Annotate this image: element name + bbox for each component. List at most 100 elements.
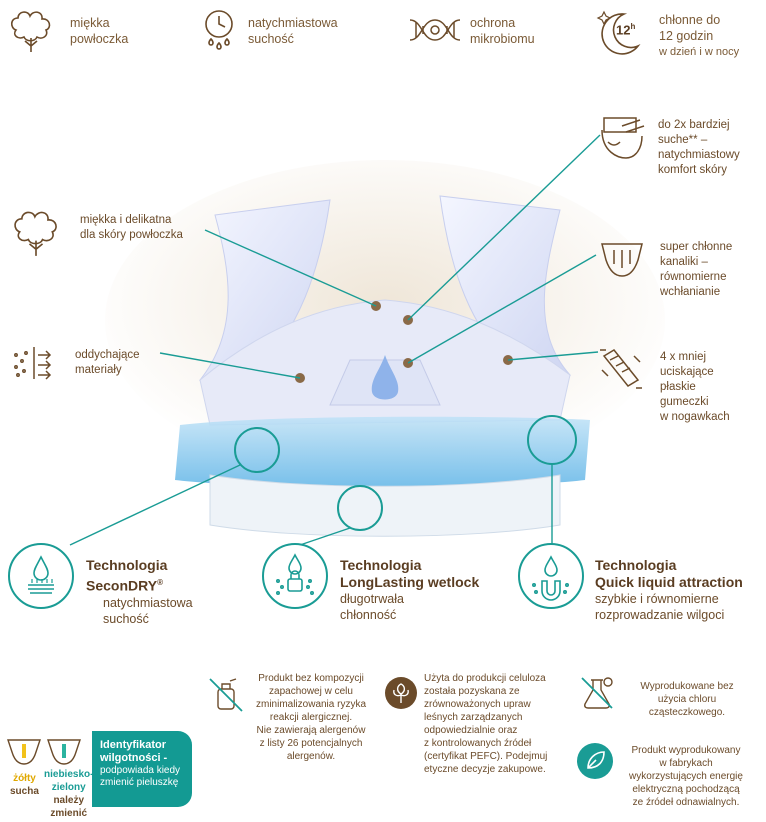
feature-line: mikrobiomu [470, 32, 535, 46]
leader-secondry [69, 464, 241, 546]
cotton-plant-icon [384, 676, 418, 710]
indicator-title: wilgotności - [100, 752, 168, 764]
info-line: zapachowej w celu [269, 686, 353, 697]
feature-line: suchość [248, 32, 294, 46]
feature-line: miękka [70, 16, 110, 30]
diaper-green-icon [46, 736, 82, 768]
annotation-line: miękka i delikatna [80, 214, 172, 226]
annotation-line: super chłonne [660, 241, 733, 253]
annotation-line: płaskie [660, 381, 696, 393]
feature-microbiome: ochrona mikrobiomu [470, 15, 535, 47]
tech-sub: natychmiastowa [103, 595, 193, 610]
zoom-wetlock [337, 485, 383, 531]
badge-number: 12 [616, 22, 631, 38]
indicator-green: niebiesko- zielony należy zmienić [44, 768, 93, 820]
annotation-line: w nogawkach [660, 411, 730, 423]
leader-elastic [507, 351, 599, 361]
annotation-line: suche** – [658, 134, 708, 146]
info-line: leśnych zarządzanych [424, 712, 523, 723]
tech-wetlock: Technologia LongLasting wetlock długotrw… [340, 557, 479, 623]
annotation-line: równomierne [660, 271, 727, 283]
tech-sub: rozprowadzanie wilgoci [595, 608, 725, 622]
diaper-yellow-icon [6, 736, 42, 768]
moon-12h-icon: 12h [594, 6, 646, 56]
annotation-line: do 2x bardziej [658, 119, 730, 131]
feature-line: w dzień i w nocy [659, 46, 740, 58]
leader-breathable [159, 352, 301, 379]
info-line: Nie zawierają alergenów [256, 725, 366, 736]
feature-12h: chłonne do 12 godzin w dzień i w nocy [659, 12, 739, 60]
info-line: ze źródeł odnawialnych. [632, 797, 740, 808]
annotation-line: dla skóry powłoczka [80, 229, 183, 241]
tech-sub: suchość [103, 611, 149, 626]
tech-title: Quick liquid attraction [595, 574, 743, 590]
quick-attraction-icon [518, 543, 584, 609]
zoom-secondry [234, 427, 280, 473]
indicator-sub: zmienić pieluszkę [100, 777, 179, 788]
annotation-breathable: oddychające materiały [75, 348, 140, 378]
indicator-yellow: żółty sucha [10, 772, 39, 798]
annotation-line: kanaliki – [660, 256, 708, 268]
info-line: Produkt bez kompozycji [258, 673, 364, 684]
leader-soft-cover [204, 229, 377, 307]
feature-line: ochrona [470, 16, 516, 30]
feature-line: chłonne do [659, 13, 721, 27]
info-no-fragrance: Produkt bez kompozycji zapachowej w celu… [249, 672, 373, 763]
no-fragrance-icon [206, 675, 246, 715]
info-no-chlorine: Wyprodukowane bez użycia chloru cząstecz… [623, 680, 751, 719]
annotation-line: wchłanianie [660, 286, 721, 298]
feature-line: natychmiastowa [248, 16, 338, 30]
indicator-title: Identyfikator [100, 739, 167, 751]
annotation-line: natychmiastowy [658, 149, 740, 161]
info-line: Użyta do produkcji celuloza [424, 673, 546, 684]
info-line: Wyprodukowane bez [640, 681, 734, 692]
annotation-soft-cover: miękka i delikatna dla skóry powłoczka [80, 213, 183, 243]
indicator-yellow-sub: sucha [10, 786, 39, 797]
indicator-yellow-label: żółty [13, 773, 36, 784]
info-line: użycia chloru [657, 694, 717, 705]
diaper-illustration [69, 134, 665, 546]
tech-title: SeconDRY [86, 577, 158, 594]
indicator-green-label: niebiesko- [44, 769, 94, 780]
indicator-sub: podpowiada kiedy [100, 765, 181, 776]
leader-wetlock [299, 527, 351, 546]
feature-line: 12 godzin [659, 29, 714, 43]
tech-sub: chłonność [340, 608, 397, 622]
feature-soft-cover: miękka powłoczka [70, 15, 128, 47]
tech-title: Technologia [340, 557, 422, 573]
info-line: z kontrolowanych źródeł [424, 738, 532, 749]
timer-drops-icon [200, 8, 238, 52]
info-cellulose: Użyta do produkcji celuloza została pozy… [424, 672, 562, 776]
annotation-elastic: 4 x mniej uciskające płaskie gumeczki w … [660, 350, 730, 425]
drop-icon [371, 355, 399, 400]
info-line: wykorzystujących energię [629, 771, 743, 782]
trademark: ® [157, 578, 163, 587]
info-line: Produkt wyprodukowany [631, 745, 741, 756]
renewable-energy-icon [576, 742, 614, 780]
annotation-line: materiały [75, 364, 122, 376]
info-line: cząsteczkowego. [648, 707, 726, 718]
annotation-drier: do 2x bardziej suche** – natychmiastowy … [658, 118, 740, 178]
info-line: reakcji alergicznej. [269, 712, 353, 723]
annotation-line: oddychające [75, 349, 140, 361]
tech-title: LongLasting wetlock [340, 574, 480, 590]
wetlock-icon [262, 543, 328, 609]
indicator-green-label: zielony [51, 782, 86, 793]
no-chlorine-icon [578, 674, 616, 712]
diaper-channels-icon [600, 240, 644, 280]
info-line: w fabrykach [659, 758, 713, 769]
info-line: etyczne decyzje zakupowe. [424, 764, 546, 775]
moon-badge: 12h [616, 22, 635, 37]
annotation-line: 4 x mniej [660, 351, 707, 363]
info-renewable: Produkt wyprodukowany w fabrykach wykorz… [620, 744, 752, 809]
tech-secondry: Technologia SeconDRY® natychmiastowa suc… [86, 557, 193, 627]
info-line: zminimalizowania ryzyka [255, 699, 367, 710]
indicator-green-sub: zmienić [50, 808, 88, 819]
dna-icon [406, 12, 464, 48]
info-line: zrównoważonych upraw [424, 699, 531, 710]
annotation-line: uciskające [660, 366, 714, 378]
indicator-green-sub: należy [53, 795, 85, 806]
info-line: (certyfikat PEFC). Podejmuj [424, 751, 548, 762]
annotation-channels: super chłonne kanaliki – równomierne wch… [660, 240, 732, 300]
tech-title: Technologia [595, 557, 677, 573]
